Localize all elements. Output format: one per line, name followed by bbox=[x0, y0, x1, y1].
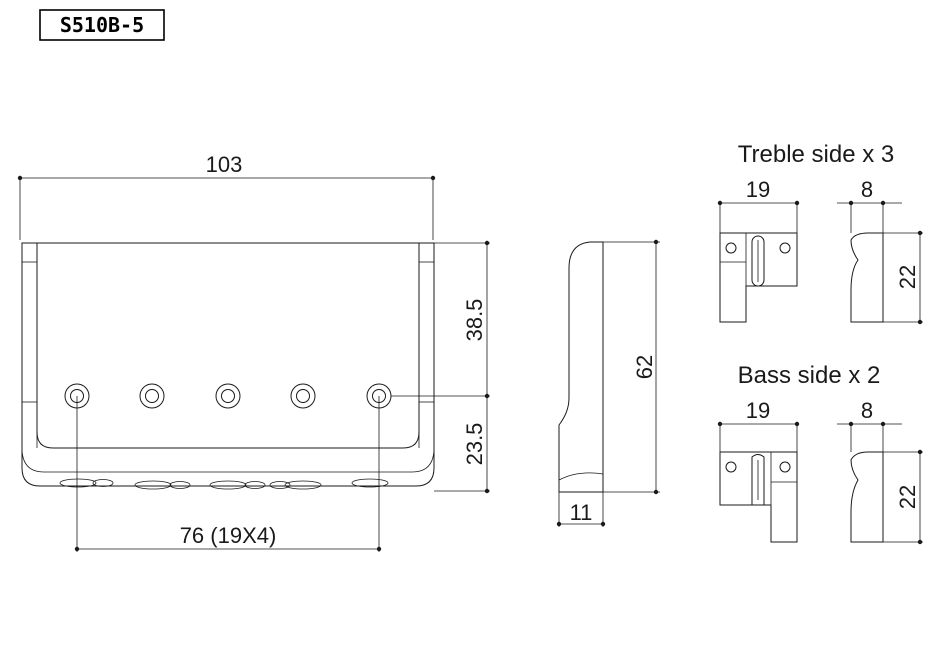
model-number: S510B-5 bbox=[60, 13, 144, 37]
mounting-hole bbox=[215, 383, 241, 409]
side-base-label: 11 bbox=[570, 500, 593, 525]
bass-width-label: 19 bbox=[746, 398, 770, 423]
inner-plate-outline bbox=[36, 242, 420, 449]
width-label: 103 bbox=[206, 152, 243, 177]
model-badge: S510B-5 bbox=[39, 9, 165, 41]
mounting-hole bbox=[139, 383, 165, 409]
treble-width-label: 19 bbox=[746, 177, 770, 202]
mounting-hole bbox=[290, 383, 316, 409]
treble-saddle-side bbox=[850, 232, 884, 323]
bridge-top-view: 103 bbox=[17, 152, 490, 552]
treble-height-label: 22 bbox=[895, 265, 920, 289]
treble-title: Treble side x 3 bbox=[738, 141, 895, 168]
treble-saddle-views: Treble side x 3 19 8 22 bbox=[717, 141, 923, 325]
side-height-label: 62 bbox=[632, 355, 657, 379]
lower-height-label: 23.5 bbox=[462, 423, 487, 466]
bass-title: Bass side x 2 bbox=[738, 362, 881, 389]
bass-saddle-front bbox=[719, 451, 798, 543]
side-profile-outline bbox=[558, 241, 604, 493]
base-plate-outline bbox=[21, 242, 435, 487]
upper-height-label: 38.5 bbox=[462, 299, 487, 342]
bass-saddle-side bbox=[850, 451, 884, 543]
bass-height-label: 22 bbox=[895, 485, 920, 509]
treble-depth-label: 8 bbox=[861, 177, 873, 202]
bass-saddle-views: Bass side x 2 19 8 22 bbox=[717, 362, 923, 545]
bass-depth-label: 8 bbox=[861, 398, 873, 423]
treble-saddle-front bbox=[719, 232, 798, 323]
spacing-label: 76 (19X4) bbox=[180, 523, 277, 548]
bridge-side-view: 62 11 bbox=[556, 239, 660, 527]
